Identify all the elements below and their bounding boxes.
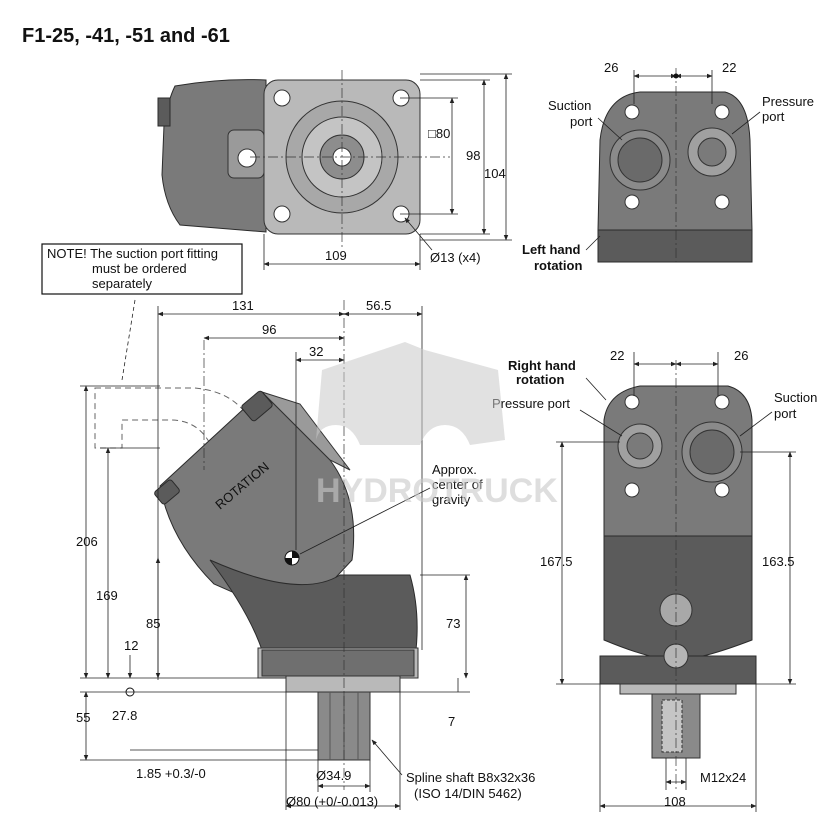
lh-dim-26: 26 <box>604 60 618 75</box>
rh-dim-22: 22 <box>610 348 624 363</box>
watermark-truck-icon <box>316 342 505 445</box>
lh-pressure-line-1: Pressure <box>762 94 814 109</box>
dim-bolt-holes: Ø13 (x4) <box>430 250 481 265</box>
dim-55: 55 <box>76 710 90 725</box>
watermark: HYDROTRUCK <box>316 342 558 510</box>
dim-85: 85 <box>146 616 160 631</box>
dim-32: 32 <box>309 344 323 359</box>
bearing-housing <box>209 559 418 651</box>
rh-pilot <box>619 683 737 695</box>
port-plug <box>241 390 273 422</box>
lh-lower-body <box>597 229 753 263</box>
lh-bolt-icon <box>624 104 640 120</box>
rh-dim-108: 108 <box>664 794 686 809</box>
top-view-side-port-hole <box>237 148 257 168</box>
dim-shaft-34-9: Ø34.9 <box>316 768 351 783</box>
dim-56-5: 56.5 <box>366 298 391 313</box>
drawing-title: F1-25, -41, -51 and -61 <box>22 25 230 47</box>
top-view: □80 98 104 109 Ø13 (x4) <box>157 70 512 270</box>
note-line-1: NOTE! The suction port fitting <box>47 246 218 261</box>
lh-dim-22: 22 <box>722 60 736 75</box>
lh-rotation-line-1: Left hand <box>522 242 581 257</box>
top-view-bolt-hole <box>273 89 291 107</box>
spline-line-2: (ISO 14/DIN 5462) <box>414 786 522 801</box>
cylinder-housing <box>159 391 355 621</box>
top-view-bolt-hole <box>273 205 291 223</box>
spline-line-1: Spline shaft B8x32x36 <box>406 770 535 785</box>
dim-104: 104 <box>484 166 506 181</box>
cog-line-1: Approx. <box>432 462 477 477</box>
rh-rotation-line-1: Right hand <box>508 358 576 373</box>
dim-tolerance: 1.85 +0.3/-0 <box>136 766 206 781</box>
dim-169: 169 <box>96 588 118 603</box>
dim-206: 206 <box>76 534 98 549</box>
note-frame <box>41 243 243 295</box>
dim-96: 96 <box>262 322 276 337</box>
rh-pressure-label: Pressure port <box>492 396 570 411</box>
dim-square-80: □80 <box>428 126 450 141</box>
note-box: NOTE! The suction port fitting must be o… <box>41 243 243 381</box>
lh-housing <box>597 91 753 231</box>
lh-suction-line-1: Suction <box>548 98 591 113</box>
rh-bolt-icon <box>624 394 640 410</box>
dim-73: 73 <box>446 616 460 631</box>
dim-27-8: 27.8 <box>112 708 137 723</box>
dim-98: 98 <box>466 148 480 163</box>
rh-dim-26: 26 <box>734 348 748 363</box>
rh-dim-thread: M12x24 <box>700 770 746 785</box>
side-flange-face <box>261 649 415 677</box>
lh-suction-line-2: port <box>570 114 593 129</box>
dim-109: 109 <box>325 248 347 263</box>
dim-131: 131 <box>232 298 254 313</box>
watermark-text: HYDROTRUCK <box>316 472 558 510</box>
left-rotation-view: 26 22 Suction port Pressure port Left ha… <box>522 60 814 273</box>
dim-pilot-80: Ø80 (+0/-0.013) <box>286 794 378 809</box>
lh-bolt-icon <box>714 194 730 210</box>
lh-pressure-line-2: port <box>762 109 785 124</box>
rh-bolt-icon <box>714 394 730 410</box>
pilot <box>285 675 401 693</box>
cog-line-3: gravity <box>432 492 471 507</box>
rh-dim-167-5: 167.5 <box>540 554 573 569</box>
lh-bolt-icon <box>624 194 640 210</box>
right-rotation-view: 22 26 Right hand rotation Pressure port … <box>492 348 817 812</box>
rh-dim-163-5: 163.5 <box>762 554 795 569</box>
port-plug <box>154 479 180 505</box>
rh-rotation-line-2: rotation <box>516 372 564 387</box>
dim-7: 7 <box>448 714 455 729</box>
side-view: ROTATION Approx. center of gravity 131 5… <box>76 298 535 810</box>
rh-bolt-icon <box>624 482 640 498</box>
rh-bolt-icon <box>714 482 730 498</box>
lh-rotation-line-2: rotation <box>534 258 582 273</box>
top-view-plug <box>157 97 171 127</box>
note-line-2: must be ordered <box>92 261 187 276</box>
cog-line-2: center of <box>432 477 483 492</box>
note-line-3: separately <box>92 276 152 291</box>
rh-suction-line-2: port <box>774 406 797 421</box>
housing-edge <box>261 391 351 471</box>
dim-12: 12 <box>124 638 138 653</box>
lh-bolt-icon <box>714 104 730 120</box>
rh-suction-line-1: Suction <box>774 390 817 405</box>
